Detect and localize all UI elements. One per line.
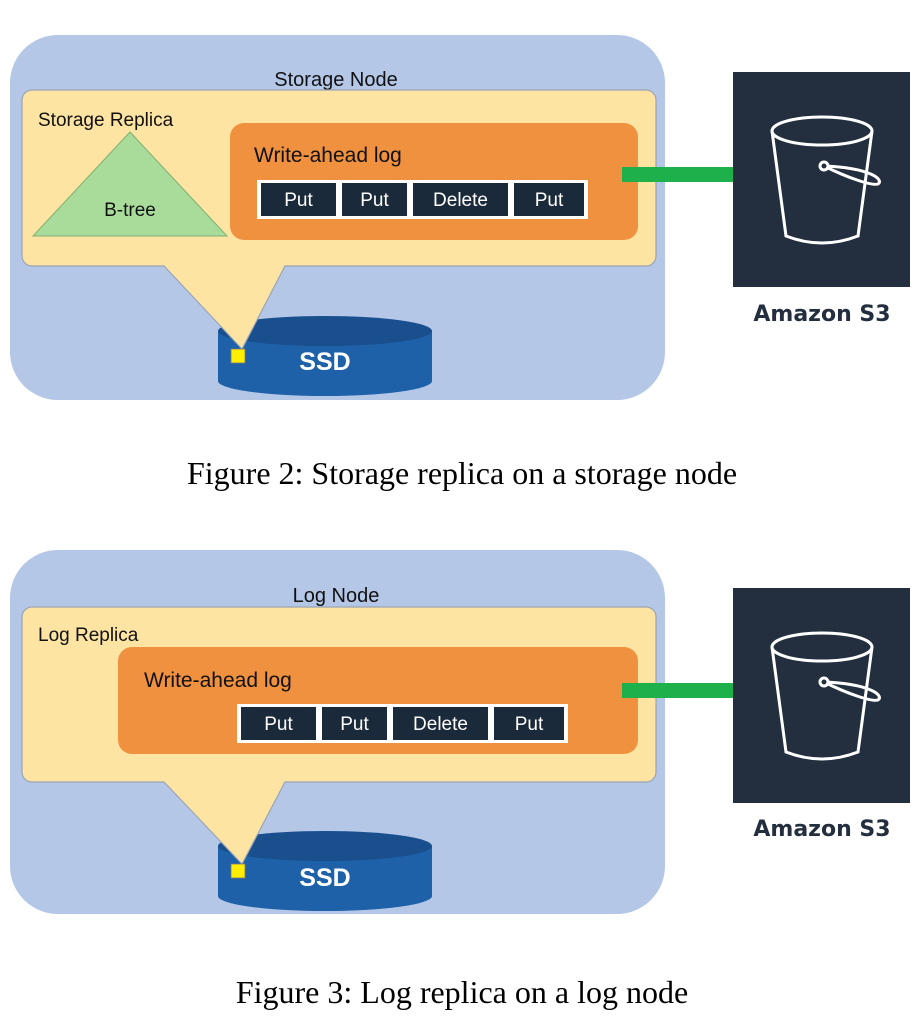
s3-icon-background — [733, 588, 910, 803]
write-ahead-log-label: Write-ahead log — [144, 669, 292, 692]
s3-icon-background — [733, 72, 910, 287]
wal-entries: Put Put Delete Put — [257, 180, 588, 219]
amazon-s3-label: Amazon S3 — [753, 302, 890, 327]
wal-entry-label: Delete — [433, 190, 488, 211]
log-replica-label: Log Replica — [38, 625, 139, 646]
amazon-s3-tile: Amazon S3 — [733, 588, 910, 842]
storage-node-label: Storage Node — [274, 69, 397, 91]
wal-entry-label: Put — [515, 714, 544, 735]
ssd-label: SSD — [299, 348, 350, 376]
ssd-disk: SSD — [218, 316, 432, 396]
write-ahead-log-label: Write-ahead log — [254, 144, 402, 167]
bucket-icon — [770, 631, 881, 761]
wal-entry-label: Put — [535, 190, 564, 211]
amazon-s3-label: Amazon S3 — [753, 817, 890, 842]
wal-entry — [322, 707, 387, 740]
database-cylinder-icon — [218, 331, 432, 396]
wal-entry-label: Put — [284, 190, 313, 211]
wal-entry — [413, 183, 508, 216]
ssd-label: SSD — [299, 864, 350, 892]
wal-entry-label: Put — [264, 714, 293, 735]
figure-2-caption: Figure 2: Storage replica on a storage n… — [187, 455, 737, 491]
log-node-label: Log Node — [293, 585, 380, 607]
figure-3-caption: Figure 3: Log replica on a log node — [236, 974, 688, 1010]
wal-entry — [494, 707, 564, 740]
figure-3: Log Node SSD Log Replica Write-ahead log… — [10, 550, 910, 1010]
wal-entry — [514, 183, 584, 216]
wal-entry — [261, 183, 336, 216]
data-marker — [230, 863, 246, 879]
wal-entry — [393, 707, 488, 740]
storage-replica-label: Storage Replica — [38, 110, 174, 131]
bucket-icon — [770, 115, 881, 245]
btree-triangle — [31, 131, 229, 237]
wal-entry-label: Put — [360, 190, 389, 211]
wal-entry — [342, 183, 407, 216]
wal-entry — [241, 707, 316, 740]
btree-label: B-tree — [104, 200, 156, 221]
wal-entry-label: Put — [340, 714, 369, 735]
figure-2: Storage Node SSD Storage Replica B-tree … — [10, 35, 910, 491]
wal-entries: Put Put Delete Put — [237, 704, 568, 743]
amazon-s3-tile: Amazon S3 — [733, 72, 910, 327]
database-cylinder-icon — [218, 846, 432, 911]
data-marker — [230, 348, 246, 364]
wal-entry-label: Delete — [413, 714, 468, 735]
ssd-disk: SSD — [218, 831, 432, 911]
